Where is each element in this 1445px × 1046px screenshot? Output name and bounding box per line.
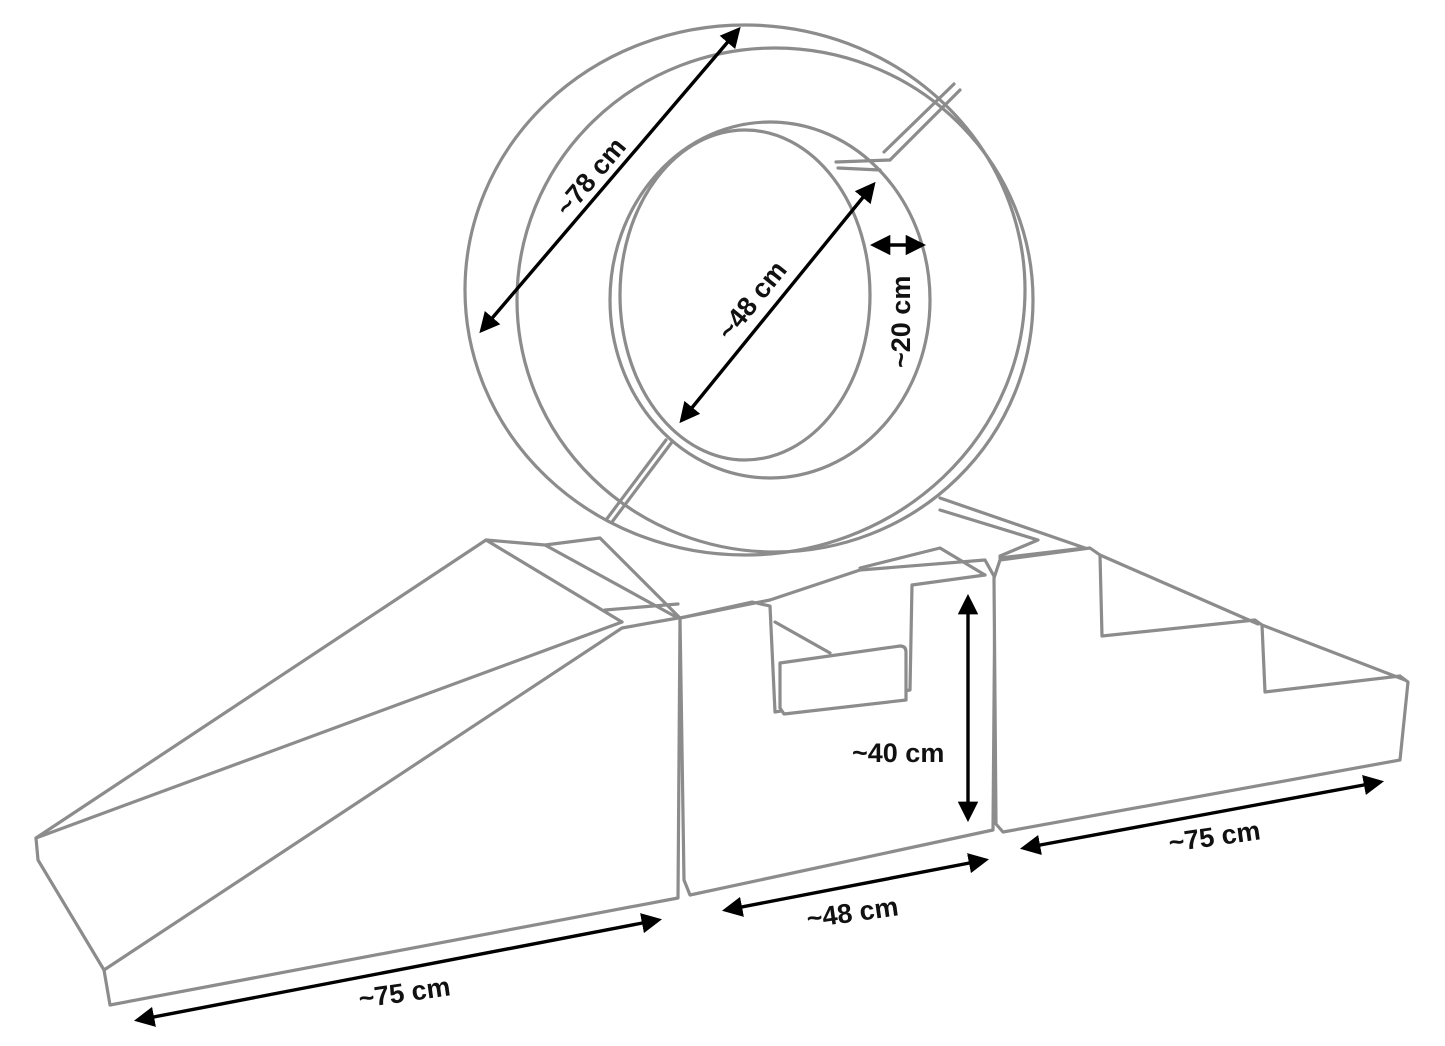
ramp-length-arrow: [133, 913, 663, 1027]
cradle-width-arrow: [721, 853, 990, 917]
cradle-width-label: ~48 cm: [805, 891, 901, 934]
stairs-length-label: ~75 cm: [1167, 815, 1263, 858]
thickness-label: ~20 cm: [886, 276, 916, 368]
ramp-length-label: ~75 cm: [357, 971, 453, 1014]
dimension-lines: [133, 26, 1385, 1027]
outer-diameter-arrow: [479, 26, 741, 334]
stairs-block: [938, 508, 1410, 834]
stairs-length-arrow: [1019, 774, 1385, 856]
height-label: ~40 cm: [852, 738, 944, 768]
inner-diameter-arrow: [679, 181, 876, 424]
ramp-block: [34, 536, 682, 1007]
cradle-block: [678, 496, 1087, 897]
